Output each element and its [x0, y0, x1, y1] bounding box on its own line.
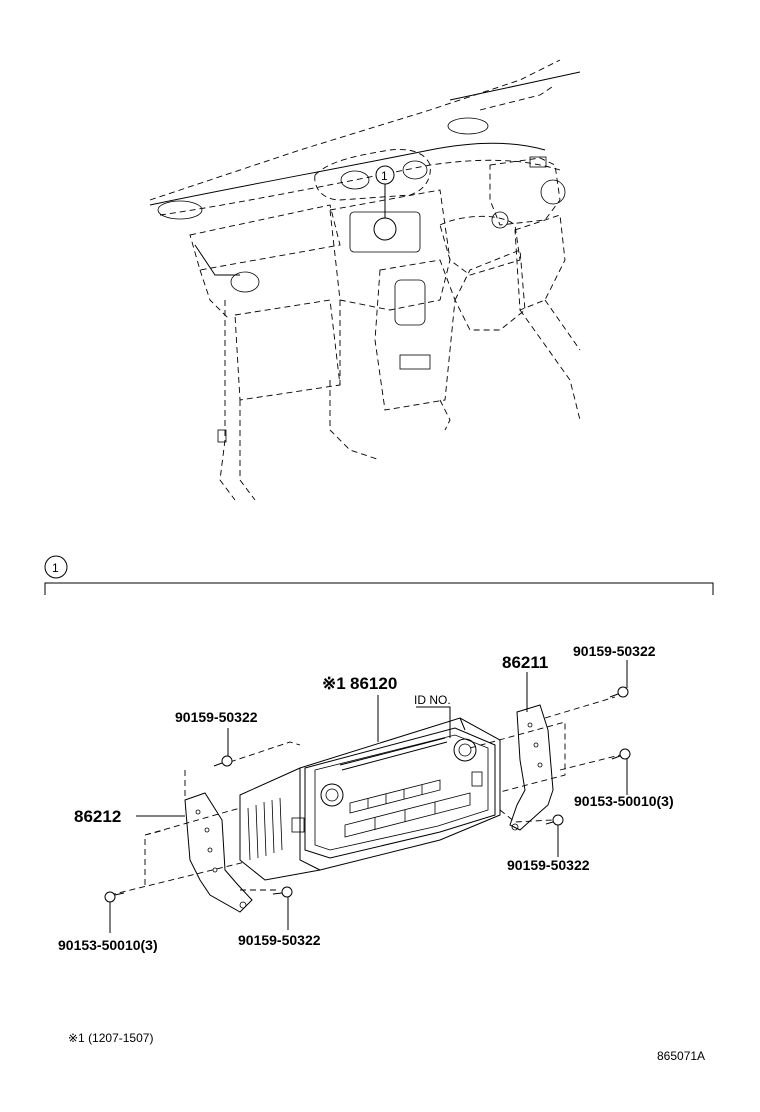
- label-id-no: ID NO.: [414, 693, 451, 707]
- callout-number-top: 1: [381, 169, 388, 183]
- label-screw-top-right: 90159-50322: [573, 643, 656, 659]
- radio-location-circle: [373, 217, 397, 241]
- label-screw-bottom-center: 90159-50322: [238, 932, 321, 948]
- unit-note-mark: ※1: [322, 674, 346, 693]
- top-right-vent: [447, 117, 489, 135]
- screws: [104, 686, 631, 903]
- screw-left-low: [104, 891, 116, 903]
- exploded-parts-view: ※1 86120 ID NO. 86211 86212 90159-50322 …: [58, 643, 674, 953]
- label-screw-left-low: 90153-50010(3): [58, 937, 158, 953]
- screw-top-right: [617, 686, 629, 698]
- dashboard-overview: 1: [149, 59, 581, 501]
- right-vent: [540, 179, 566, 205]
- label-86120: 86120: [350, 674, 397, 693]
- left-bracket: [184, 792, 253, 913]
- label-screw-right-low: 90159-50322: [507, 857, 590, 873]
- label-screw-right-mid: 90153-50010(3): [574, 793, 674, 809]
- head-unit: [239, 717, 501, 881]
- section-header: 1: [44, 555, 714, 595]
- section-marker: 1: [52, 561, 59, 575]
- screw-left-top: [221, 755, 233, 767]
- screw-bottom-center: [281, 886, 293, 898]
- screw-right-mid: [619, 748, 631, 760]
- figure-code: 865071A: [657, 1049, 705, 1063]
- label-86211: 86211: [502, 653, 548, 672]
- left-vent: [157, 200, 203, 220]
- footnote: ※1 (1207-1507): [68, 1031, 153, 1045]
- label-screw-left-top: 90159-50322: [175, 709, 258, 725]
- label-86212: 86212: [74, 807, 121, 826]
- screw-right-low: [552, 814, 564, 826]
